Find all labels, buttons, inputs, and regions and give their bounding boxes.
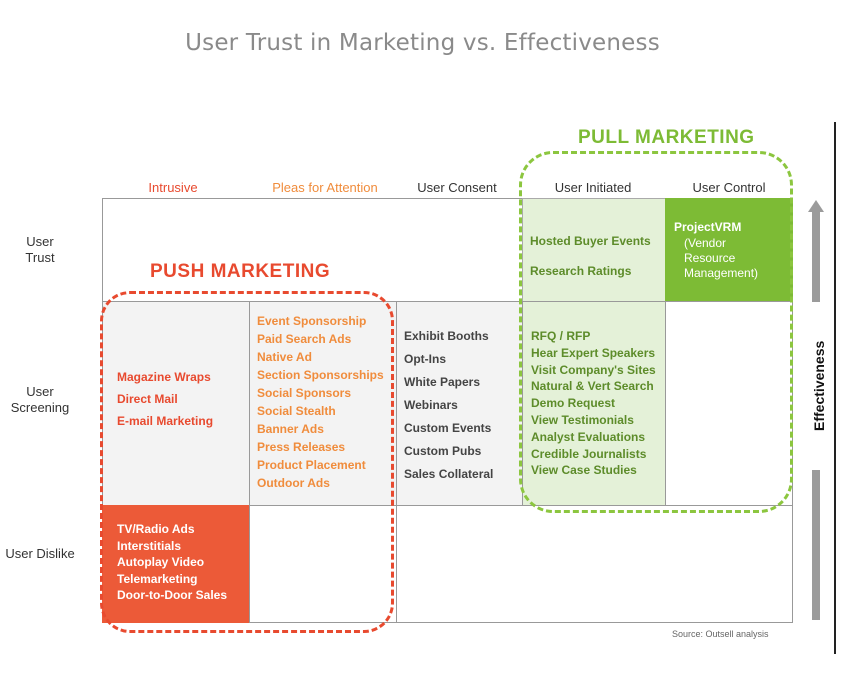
chart-title: User Trust in Marketing vs. Effectivenes… (185, 30, 660, 56)
list-item: Event Sponsorship (257, 314, 367, 328)
row-header-trust-line1: User (26, 234, 54, 249)
list-item: Magazine Wraps (117, 370, 211, 384)
push-marketing-label: PUSH MARKETING (150, 261, 331, 282)
list-item: Exhibit Booths (404, 329, 489, 343)
list-item: Hosted Buyer Events (530, 234, 651, 248)
arrow-up-icon (808, 200, 824, 212)
list-item: Banner Ads (257, 422, 324, 436)
list-item: Autoplay Video (117, 555, 205, 569)
list-item: Analyst Evaluations (531, 429, 646, 444)
list-item: Hear Expert Speakers (531, 345, 656, 360)
list-item: Direct Mail (117, 392, 178, 406)
list-item: Outdoor Ads (257, 476, 330, 490)
list-item: Social Stealth (257, 404, 336, 418)
list-item: Opt-Ins (404, 352, 446, 366)
list-item: Product Placement (257, 458, 366, 472)
column-header-initiated: User Initiated (554, 180, 632, 195)
list-screening-initiated: RFQ / RFP Hear Expert Speakers Visit Com… (531, 328, 656, 479)
column-header-intrusive: Intrusive (148, 180, 198, 195)
list-screening-intrusive: Magazine Wraps Direct Mail E-mail Market… (117, 366, 213, 432)
list-trust-control: ProjectVRM (Vendor Resource Management) (674, 219, 758, 281)
list-item: Visit Company's Sites (531, 362, 656, 377)
list-screening-consent: Exhibit Booths Opt-Ins White Papers Webi… (404, 325, 493, 486)
list-item: Paid Search Ads (257, 332, 352, 346)
row-header-trust-line2: Trust (25, 250, 55, 265)
list-dislike-intrusive: TV/Radio Ads Interstitials Autoplay Vide… (117, 521, 227, 604)
list-item: Door-to-Door Sales (117, 588, 228, 602)
list-screening-pleas: Event Sponsorship Paid Search Ads Native… (257, 312, 384, 492)
row-header-screening-line2: Screening (10, 400, 70, 415)
list-item: TV/Radio Ads (117, 522, 195, 536)
project-vrm-title: ProjectVRM (674, 220, 742, 234)
axis-line (834, 122, 836, 654)
column-header-pleas: Pleas for Attention (272, 180, 378, 195)
column-header-control: User Control (692, 180, 766, 195)
list-item: Social Sponsors (257, 386, 352, 400)
row-header-dislike: User Dislike (5, 546, 75, 561)
list-item: Custom Events (404, 421, 492, 435)
project-vrm-sub-2: Resource (684, 251, 736, 265)
cell-trust-initiated (522, 198, 666, 302)
source-note: Source: Outsell analysis (672, 629, 769, 639)
list-item: Natural & Vert Search (531, 379, 654, 394)
cell-screening-control (665, 301, 793, 506)
list-item: RFQ / RFP (531, 329, 591, 343)
list-item: Webinars (404, 398, 458, 412)
cell-screening-pleas (249, 301, 397, 506)
project-vrm-sub-3: Management) (684, 266, 759, 280)
list-trust-initiated: Hosted Buyer Events Research Ratings (530, 226, 651, 286)
axis-arrow-shaft-lower (812, 470, 820, 620)
list-item: View Testimonials (531, 412, 634, 427)
project-vrm-sub-1: (Vendor (684, 236, 727, 250)
push-marketing-boundary (100, 291, 394, 633)
list-item: Telemarketing (117, 571, 198, 586)
cell-screening-consent (396, 301, 523, 506)
pull-marketing-boundary (519, 151, 793, 513)
list-item: Demo Request (531, 396, 616, 411)
effectiveness-label: Effectiveness (811, 340, 827, 431)
list-item: Section Sponsorships (257, 368, 384, 382)
list-item: Press Releases (257, 440, 346, 454)
list-item: Credible Journalists (531, 446, 647, 461)
list-item: Sales Collateral (404, 467, 494, 481)
row-header-screening-line1: User (26, 384, 54, 399)
list-item: E-mail Marketing (117, 414, 214, 428)
cell-screening-initiated (522, 301, 666, 506)
pull-marketing-label: PULL MARKETING (578, 127, 755, 148)
list-item: Custom Pubs (404, 444, 482, 458)
axis-arrow-shaft-upper (812, 210, 820, 302)
list-item: Native Ad (257, 350, 312, 364)
list-item: White Papers (404, 375, 481, 389)
column-header-consent: User Consent (417, 180, 497, 195)
list-item: Research Ratings (530, 264, 632, 278)
list-item: View Case Studies (531, 463, 637, 478)
list-item: Interstitials (117, 538, 182, 553)
